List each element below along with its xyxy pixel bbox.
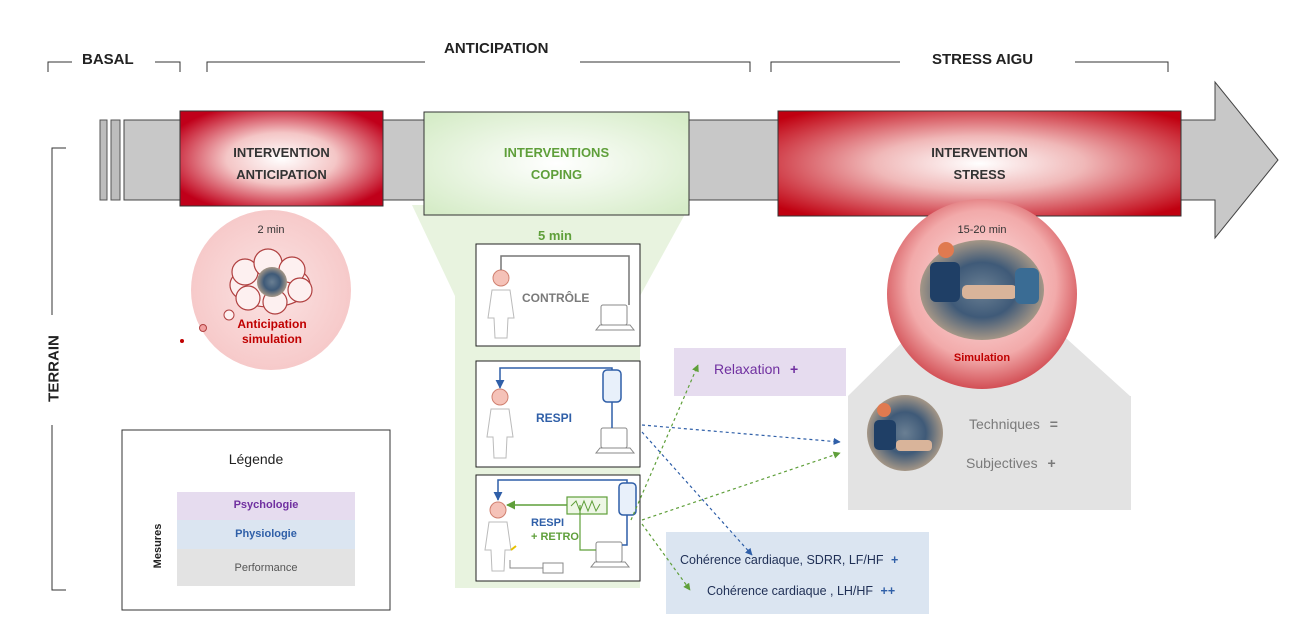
intervention-stress-line2: STRESS <box>953 167 1006 182</box>
techniques-sign: = <box>1049 416 1058 432</box>
timeline-break-2 <box>110 119 121 201</box>
stress-bracket-right <box>1075 61 1169 72</box>
panel-retro-wire-top <box>493 479 628 501</box>
relaxation-text: Relaxation + <box>714 361 798 377</box>
subjectives-label: Subjectives <box>966 455 1038 471</box>
legend-item-psychologie: Psychologie <box>233 499 299 511</box>
retro-monitor <box>566 496 608 515</box>
thought-dot-3 <box>180 339 184 343</box>
basal-bracket-right <box>155 61 181 72</box>
legend-item-physiologie: Physiologie <box>235 528 297 540</box>
coherence1-label: Cohérence cardiaque, SDRR, LF/HF <box>680 553 884 567</box>
relaxation-sign: + <box>790 361 799 377</box>
coherence-line-2: Cohérence cardiaque , LH/HF ++ <box>707 584 895 598</box>
panel-respi-figure <box>486 388 636 459</box>
interventions-coping-line1: INTERVENTIONS <box>503 145 610 160</box>
legend-swatch-performance <box>177 549 355 586</box>
panel-retro-wire-bottom <box>509 560 543 569</box>
legend-swatch-physiologie <box>177 520 355 549</box>
interventions-coping-label: INTERVENTIONS COPING <box>424 142 689 186</box>
stress-bracket-left <box>770 61 900 72</box>
duration-coping: 5 min <box>538 228 572 243</box>
anticipation-bracket-left <box>206 61 425 72</box>
outcomes-photo-figures <box>874 403 932 451</box>
respi-retro-sensor <box>618 482 637 516</box>
legend-swatch-psychologie <box>177 492 355 520</box>
legend-title: Légende <box>228 451 284 467</box>
panel-controle-wire <box>500 255 630 305</box>
coherence1-sign: + <box>891 553 899 567</box>
panel-retro-spark <box>510 545 517 551</box>
panel-respi-wire-top <box>495 367 613 389</box>
techniques-text: Techniques = <box>969 416 1058 432</box>
interventions-coping-line2: COPING <box>530 167 583 182</box>
panel-respi-retro-label: RESPI + RETRO <box>531 516 579 544</box>
intervention-stress-line1: INTERVENTION <box>931 145 1028 160</box>
panel-controle-label: CONTRÔLE <box>522 291 590 305</box>
stress-bubble-caption: Simulation <box>953 352 1011 364</box>
phase-anticipation-label: ANTICIPATION <box>444 40 549 57</box>
anticipation-bubble-line1: Anticipation <box>237 317 307 331</box>
timeline-break-1 <box>99 119 108 201</box>
phase-basal-label: BASAL <box>82 51 134 68</box>
panel-controle <box>475 243 641 347</box>
intervention-stress-label: INTERVENTION STRESS <box>778 142 1181 186</box>
duration-stress: 15-20 min <box>957 224 1007 236</box>
coherence-line-1: Cohérence cardiaque, SDRR, LF/HF + <box>680 553 898 567</box>
coherence2-label: Cohérence cardiaque , LH/HF <box>707 584 874 598</box>
intervention-anticipation-label: INTERVENTION ANTICIPATION <box>180 142 383 186</box>
anticipation-photo <box>257 267 287 297</box>
intervention-anticipation-box <box>179 110 384 207</box>
panel-retro-box <box>542 562 564 574</box>
coherence2-sign: ++ <box>880 584 896 598</box>
relaxation-label: Relaxation <box>714 361 781 377</box>
relation-arrows <box>630 364 841 591</box>
anticipation-bubble-line2: simulation <box>241 332 302 346</box>
thought-dot-2 <box>199 324 207 332</box>
coherence-box <box>666 532 929 614</box>
stress-photo-figures <box>930 242 1039 304</box>
panel-respi-retro-figure <box>484 501 631 572</box>
phase-stress-label: STRESS AIGU <box>932 51 1034 68</box>
intervention-anticipation-line1: INTERVENTION <box>233 145 330 160</box>
techniques-label: Techniques <box>969 416 1040 432</box>
basal-bracket-left <box>47 61 72 72</box>
panel-respi-label: RESPI <box>536 411 573 425</box>
respi-sensor <box>602 369 622 403</box>
panel-retro-wire-loop <box>579 505 596 551</box>
subjectives-text: Subjectives + <box>966 455 1056 471</box>
thought-dot-1 <box>223 309 235 321</box>
anticipation-bubble-caption: Anticipation simulation <box>222 317 322 347</box>
retro-wave <box>570 499 601 513</box>
relaxation-box <box>674 348 846 396</box>
intervention-stress-box <box>777 110 1182 217</box>
panel-respi-retro-line1: RESPI <box>531 517 565 529</box>
interventions-coping-box <box>423 111 690 216</box>
legend-mesures-label: Mesures <box>152 523 164 569</box>
anticipation-bracket-right <box>580 61 751 72</box>
legend-item-performance: Performance <box>234 562 298 574</box>
panel-retro-wire-down <box>622 515 628 546</box>
panel-respi-retro-line2: + RETRO <box>531 531 579 543</box>
subjectives-sign: + <box>1047 455 1056 471</box>
phase-terrain-label: TERRAIN <box>45 335 63 402</box>
intervention-anticipation-line2: ANTICIPATION <box>236 167 327 182</box>
duration-anticipation: 2 min <box>257 224 285 236</box>
